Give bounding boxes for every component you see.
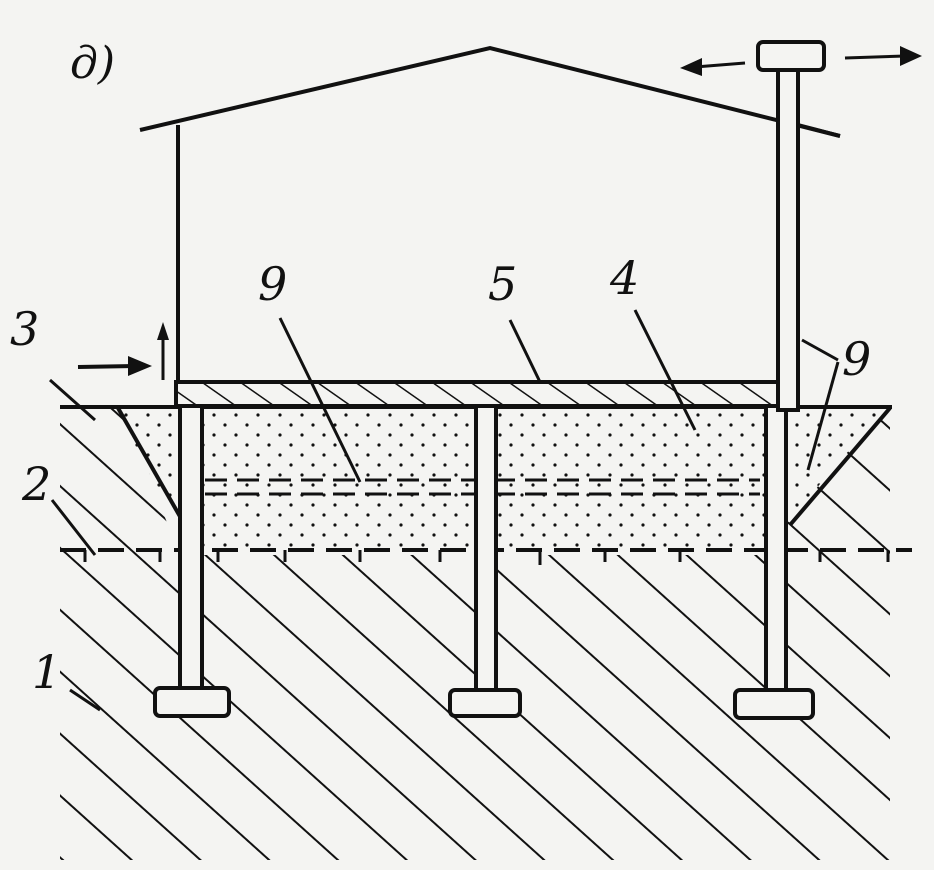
label-5: 5 [488, 257, 517, 311]
right-post [756, 40, 841, 412]
flow-arrow-icon [77, 322, 169, 380]
move-arrow-right-icon [844, 46, 922, 66]
label-1: 1 [32, 645, 61, 699]
label-9-right: 9 [842, 332, 871, 386]
label-2: 2 [21, 457, 51, 511]
pile-right [733, 398, 815, 720]
move-arrow-left-icon [680, 58, 746, 76]
panel-label: д) [70, 38, 115, 89]
leader-lines [49, 309, 840, 712]
pile-middle [448, 398, 522, 718]
label-3: 3 [10, 302, 39, 356]
level-ticks [83, 550, 890, 565]
excavation-slopes [116, 406, 892, 527]
label-4: 4 [609, 251, 639, 305]
building-outline [139, 45, 841, 384]
label-9-left: 9 [258, 257, 287, 311]
floor-slab [174, 380, 784, 408]
